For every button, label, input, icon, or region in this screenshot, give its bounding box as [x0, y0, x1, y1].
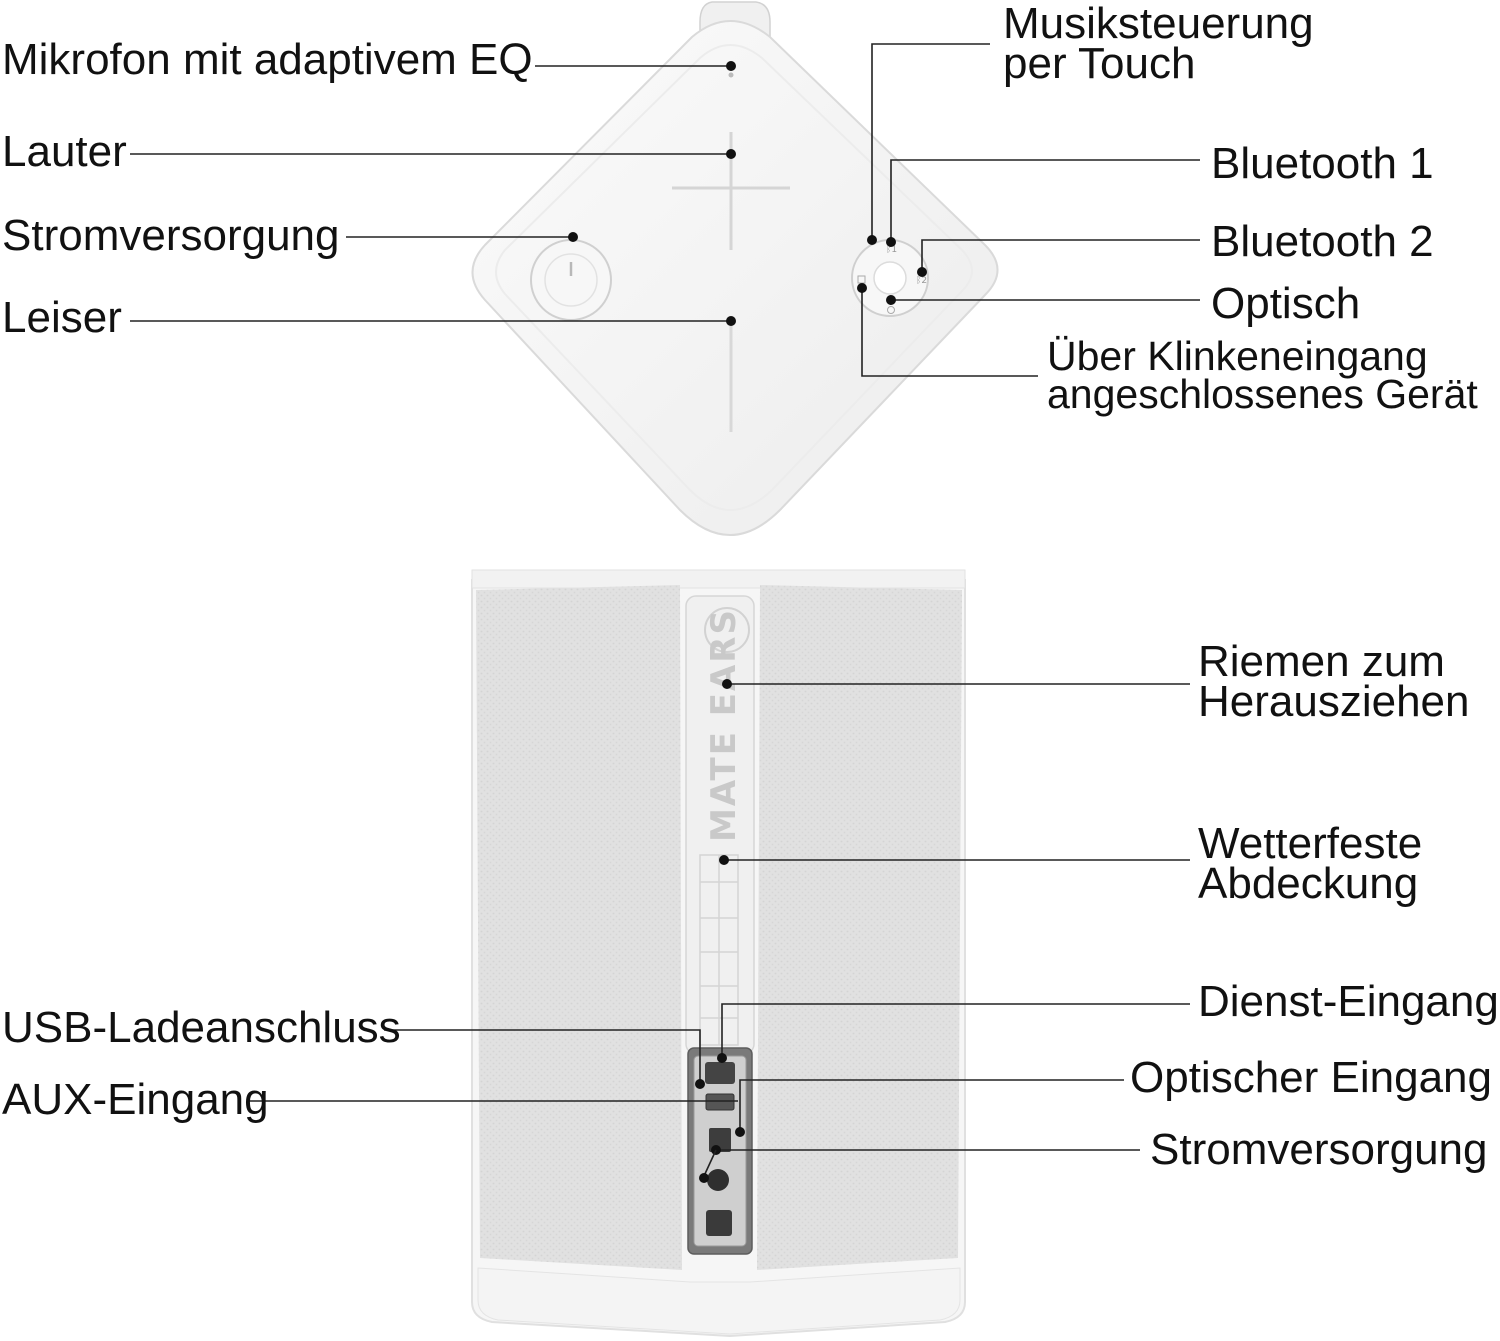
label-optisch: Optisch [1211, 279, 1360, 328]
jack-icon [857, 275, 866, 284]
label-musiksteuerung-1: Musiksteuerung [1003, 0, 1314, 48]
label-usb: USB-Ladeanschluss [2, 1003, 401, 1052]
power-icon[interactable] [530, 239, 612, 321]
label-riemen-2: Herausziehen [1198, 677, 1470, 726]
label-stromversorgung-top: Stromversorgung [2, 211, 339, 260]
leader-lines [130, 43, 1200, 1183]
label-strom-front: Stromversorgung [1150, 1125, 1487, 1174]
label-klinke-1: Über Klinkeneingang [1047, 333, 1428, 379]
fabric-right [757, 585, 962, 1270]
label-bluetooth1: Bluetooth 1 [1211, 139, 1434, 188]
label-wetter-2: Abdeckung [1198, 859, 1418, 908]
top-diamond-inner [495, 44, 973, 511]
weather-cover-grid [699, 854, 739, 1046]
label-optischer: Optischer Eingang [1130, 1053, 1492, 1102]
bluetooth2-icon: ᛒ2 [916, 275, 927, 286]
label-musiksteuerung-2: per Touch [1003, 39, 1195, 88]
brand-label: MATE EARS [704, 608, 744, 842]
front-base [477, 1267, 961, 1335]
front-top-rim [471, 569, 966, 589]
label-riemen-1: Riemen zum [1198, 637, 1445, 686]
label-bluetooth2: Bluetooth 2 [1211, 217, 1434, 266]
power-port-icon[interactable] [706, 1210, 732, 1236]
usb-port-icon[interactable] [705, 1093, 735, 1111]
service-port-icon[interactable] [705, 1062, 735, 1084]
labels: Mikrofon mit adaptivem EQ Lauter Stromve… [2, 0, 1499, 1174]
label-lauter: Lauter [2, 127, 127, 176]
top-diamond-body [471, 20, 999, 536]
label-dienst: Dienst-Eingang [1198, 977, 1499, 1026]
label-leiser: Leiser [2, 293, 122, 342]
front-view: MATE EARS [471, 569, 966, 1338]
label-aux: AUX-Eingang [2, 1075, 269, 1124]
label-klinke-2: angeschlossenes Gerät [1047, 371, 1478, 417]
aux-port-icon[interactable] [707, 1169, 729, 1191]
label-wetter-1: Wetterfeste [1198, 819, 1422, 868]
optical-icon [887, 306, 895, 314]
top-view: ᛒ1 ᛒ2 [471, 1, 999, 536]
microphone-icon [728, 72, 734, 78]
pull-strap[interactable]: MATE EARS [685, 595, 755, 1055]
bluetooth-icon: ᛒ1 [886, 244, 897, 255]
label-mikrofon: Mikrofon mit adaptivem EQ [2, 35, 533, 84]
source-cluster[interactable] [851, 239, 929, 317]
fabric-left [476, 585, 682, 1270]
